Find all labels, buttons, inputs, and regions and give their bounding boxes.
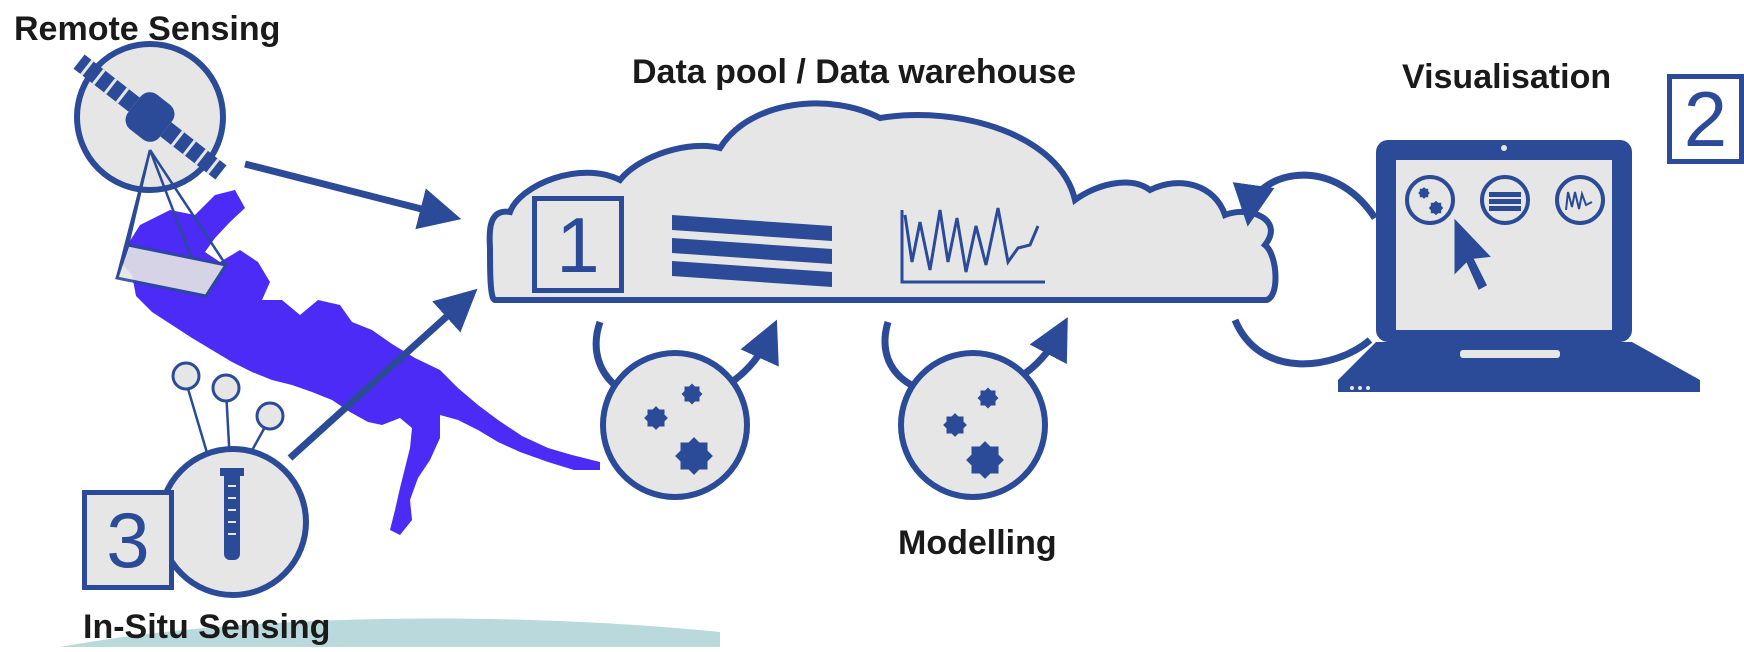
step-3-badge: 3 — [82, 490, 174, 590]
data-pool-label: Data pool / Data warehouse — [632, 53, 1076, 91]
time-series-chart-icon — [900, 207, 1045, 284]
lake-map-icon — [120, 190, 600, 535]
laptop-screen-icons — [1405, 175, 1605, 225]
sensor-buoy — [171, 361, 201, 391]
visualisation-loop-arrow — [1232, 171, 1378, 227]
decorative-band — [60, 618, 720, 647]
remote-sensing-label: Remote Sensing — [14, 10, 281, 48]
satellite-icon — [73, 54, 227, 180]
step-2-badge: 2 — [1667, 74, 1744, 164]
modelling-circle — [898, 350, 1048, 500]
sensor-footprint — [115, 149, 228, 297]
in-situ-label: In-Situ Sensing — [83, 608, 331, 646]
footprint-plane — [115, 243, 229, 298]
modelling-label: Modelling — [898, 524, 1057, 562]
visualisation-label: Visualisation — [1402, 58, 1612, 96]
modelling-circle — [600, 350, 750, 500]
laptop-icon — [1338, 140, 1700, 392]
sensor-buoy — [255, 401, 285, 431]
data-layers-icon — [672, 215, 832, 287]
insitu-to-cloud-arrow — [287, 288, 478, 461]
sensor-buoy — [211, 373, 241, 403]
cursor-icon — [1451, 211, 1498, 295]
step-1-badge: 1 — [532, 196, 624, 293]
visualisation-loop-return — [1231, 318, 1373, 368]
thermometer-icon — [220, 468, 244, 560]
remote-to-cloud-arrow — [244, 160, 462, 230]
